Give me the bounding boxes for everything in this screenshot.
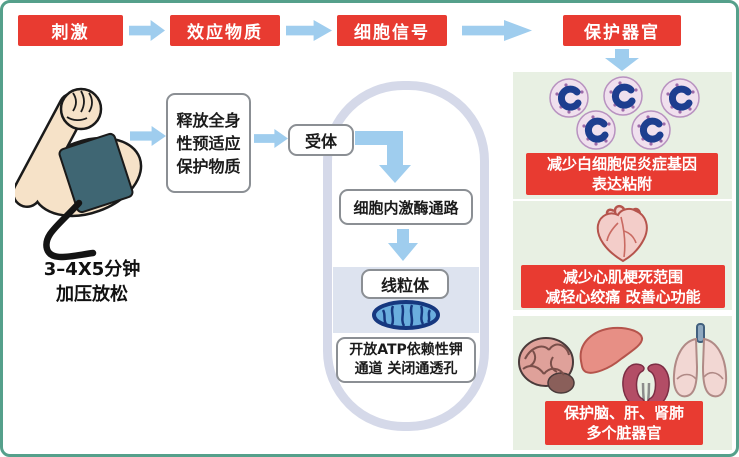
panel-leukocytes-caption: 减少白细胞促炎症基因 表达粘附 (526, 153, 718, 195)
heart-icon (588, 203, 658, 265)
flow-arrow-3-icon (462, 20, 532, 41)
flow-step-cell-signal: 细胞信号 (337, 15, 447, 46)
leukocyte-2 (603, 76, 643, 116)
leukocyte-4 (576, 110, 616, 150)
kidneys-icon (621, 361, 671, 413)
mitochondria-icon (371, 300, 441, 330)
arm-to-release-arrow-icon (130, 126, 166, 146)
protect-organs-down-arrow-icon (605, 49, 639, 71)
white-blood-cells-icon (543, 75, 703, 153)
fist-fingers (66, 90, 93, 122)
receptor-to-kinase-arrow-icon (355, 129, 413, 183)
cuff-protocol-caption: 3–4X5分钟 加压放松 (16, 257, 168, 307)
leukocytes-caption-line-1: 减少白细胞促炎症基因 (546, 155, 697, 173)
arm-with-bp-cuff-icon (15, 85, 165, 270)
channel-line-2: 通道 关闭通透孔 (354, 361, 458, 377)
heart-caption-line-2: 减轻心绞痛 改善心功能 (545, 287, 701, 306)
release-line-3: 保护物质 (176, 156, 241, 176)
flow-arrow-1-icon (129, 20, 165, 41)
heart-caption-line-1: 减少心肌梗死范围 (562, 267, 683, 286)
flow-step-protect-organs: 保护器官 (563, 15, 681, 46)
release-line-2: 性预适应 (176, 133, 241, 153)
kinase-pathway-box: 细胞内激酶通路 (339, 189, 473, 225)
leukocytes-caption-line-2: 表达粘附 (591, 175, 652, 193)
receptor-box: 受体 (288, 124, 354, 156)
brain-icon (517, 333, 579, 399)
organs-caption-line-1: 保护脑、肝、肾肺 (563, 404, 684, 422)
panel-organs-caption: 保护脑、肝、肾肺 多个脏器官 (545, 401, 703, 445)
bp-cuff (58, 132, 134, 214)
flow-step-effector: 效应物质 (170, 15, 280, 46)
flow-step-stimulus: 刺激 (18, 15, 123, 46)
atp-channel-box: 开放ATP依赖性钾 通道 关闭通透孔 (336, 337, 476, 383)
leukocyte-5 (631, 110, 671, 150)
organs-caption-line-2: 多个脏器官 (586, 424, 662, 442)
panel-heart-caption: 减少心肌梗死范围 减轻心绞痛 改善心功能 (521, 265, 725, 308)
liver-icon (577, 323, 645, 383)
leukocyte-3 (660, 78, 700, 118)
release-to-receptor-arrow-icon (254, 129, 288, 148)
fist (59, 87, 103, 131)
channel-line-1: 开放ATP依赖性钾 (349, 342, 463, 358)
release-line-1: 释放全身 (176, 110, 241, 130)
leukocyte-1 (549, 78, 589, 118)
caption-line-2: 加压放松 (56, 284, 128, 305)
release-substances-box: 释放全身 性预适应 保护物质 (166, 93, 251, 193)
mitochondria-label-box: 线粒体 (361, 269, 449, 299)
kinase-to-mitochondria-arrow-icon (388, 229, 418, 261)
cuff-tube (43, 199, 97, 261)
lungs-icon (671, 323, 729, 399)
flow-arrow-2-icon (286, 20, 332, 41)
caption-line-1: 3–4X5分钟 (43, 259, 141, 280)
